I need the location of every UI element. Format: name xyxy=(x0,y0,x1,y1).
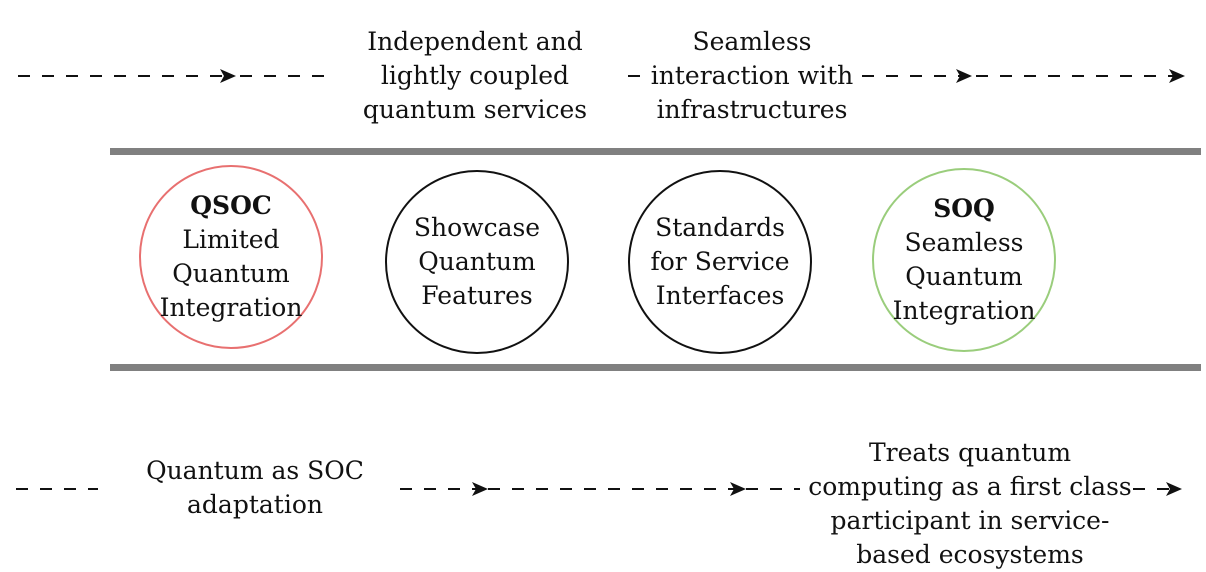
bottom-left-label: Quantum as SOC adaptation xyxy=(146,456,364,519)
circle-showcase: Showcase Quantum Features xyxy=(385,170,569,354)
band-top-line xyxy=(110,148,1201,155)
circle-title: QSOC xyxy=(190,191,272,220)
arrowhead-icon xyxy=(472,482,488,496)
top-right-label: Seamless interaction with infrastructure… xyxy=(650,27,854,124)
top-left-label: Independent and lightly coupled quantum … xyxy=(362,27,588,124)
arrowhead-icon xyxy=(1169,69,1185,83)
circle-standards: Standards for Service Interfaces xyxy=(628,170,812,354)
circle-soq: SOQ Seamless Quantum Integration xyxy=(872,168,1056,352)
band-bottom-line xyxy=(110,364,1201,371)
circle-qsoc: QSOC Limited Quantum Integration xyxy=(139,165,323,349)
arrowhead-icon xyxy=(1166,482,1182,496)
circle-title: SOQ xyxy=(933,194,995,223)
arrowhead-icon xyxy=(730,482,746,496)
bottom-right-label: Treats quantum computing as a first clas… xyxy=(808,438,1132,569)
arrowhead-icon xyxy=(220,69,236,83)
arrowhead-icon xyxy=(956,69,972,83)
